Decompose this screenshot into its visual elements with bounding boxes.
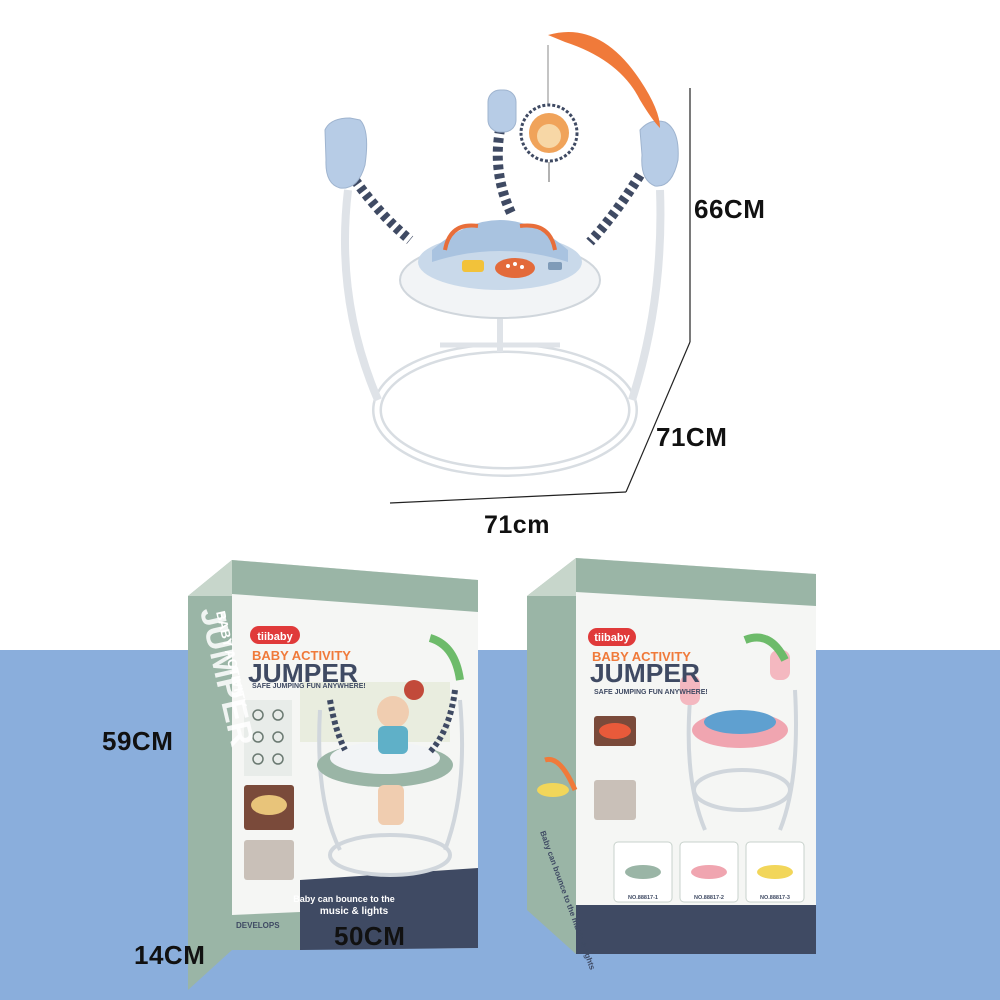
back-model-3: NO.88817-3 <box>760 895 790 901</box>
box-height-label: 59CM <box>102 726 174 756</box>
front-develops: DEVELOPS <box>236 921 280 930</box>
box-front-illustration <box>188 560 478 990</box>
box-back-illustration <box>527 558 816 954</box>
back-model-1: NO.88817-1 <box>628 895 658 901</box>
front-subtitle: BABY ACTIVITY <box>252 648 351 663</box>
jumper-width-label: 71cm <box>484 511 550 539</box>
back-brand: tiibaby <box>594 632 630 644</box>
back-subtitle: BABY ACTIVITY <box>592 649 691 664</box>
front-brand: tiibaby <box>257 631 293 643</box>
jumper-depth-label: 71CM <box>656 422 728 452</box>
box-depth-label: 14CM <box>134 940 206 970</box>
dimension-lines <box>389 88 691 504</box>
jumper-height-label: 66CM <box>694 194 766 224</box>
front-caption-line2: music & lights <box>320 906 389 917</box>
jumper-product <box>324 32 679 477</box>
front-title: JUMPER <box>248 658 358 688</box>
front-tagline: SAFE JUMPING FUN ANYWHERE! <box>252 683 366 690</box>
back-tagline: SAFE JUMPING FUN ANYWHERE! <box>594 689 708 696</box>
back-title: JUMPER <box>590 658 700 688</box>
box-width-label: 50CM <box>334 921 406 951</box>
back-model-2: NO.88817-2 <box>694 895 724 901</box>
background-blue-band <box>0 650 1000 1000</box>
front-caption-line1: Baby can bounce to the <box>293 894 395 904</box>
